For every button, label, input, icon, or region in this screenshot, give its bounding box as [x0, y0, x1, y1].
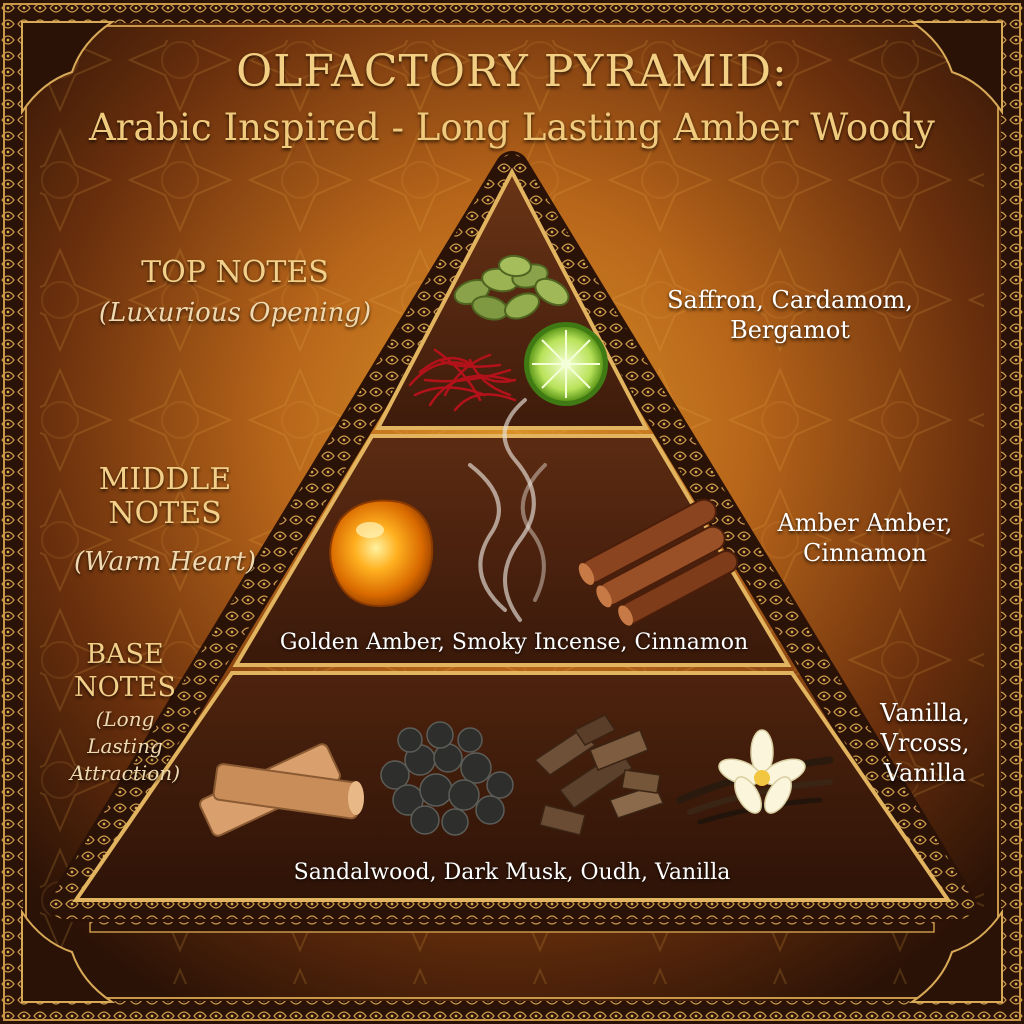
page-subtitle: Arabic Inspired - Long Lasting Amber Woo… [89, 106, 935, 149]
amber-icon [329, 499, 434, 607]
middle-notes-side-line: Amber Amber, [777, 509, 953, 537]
middle-notes-side-line: Cinnamon [803, 539, 927, 567]
base-notes-ingredients-label: Sandalwood, Dark Musk, Oudh, Vanilla [293, 860, 731, 885]
middle-notes-heading-line: NOTES [108, 496, 222, 531]
base-notes-subheading-line: Lasting [87, 734, 163, 758]
middle-notes-heading-line: MIDDLE [98, 462, 232, 497]
top-notes-subheading: (Luxurious Opening) [98, 298, 372, 328]
top-notes-side-line: Bergamot [730, 316, 850, 344]
base-notes-heading: BASE NOTES [60, 638, 190, 704]
base-notes-subheading: (Long Lasting Attraction) [50, 706, 200, 787]
middle-notes-ingredients-label: Golden Amber, Smoky Incense, Cinnamon [279, 630, 749, 655]
base-notes-side-line: Vrcoss, [880, 729, 970, 757]
cardamom-icon [453, 254, 570, 321]
base-notes-heading-line: BASE [86, 639, 164, 670]
top-notes-side-text: Saffron, Cardamom, Bergamot [640, 285, 940, 345]
middle-notes-subheading: (Warm Heart) [73, 547, 257, 577]
saffron-icon [408, 348, 517, 412]
base-notes-side-line: Vanilla [883, 759, 967, 787]
lime-icon [524, 322, 608, 406]
top-notes-heading: TOP NOTES [141, 255, 329, 290]
dark-musk-icon [380, 721, 514, 836]
cinnamon-icon [578, 498, 739, 626]
base-notes-side-line: Vanilla, [880, 699, 970, 727]
incense-smoke-icon [468, 398, 547, 622]
base-notes-subheading-line: (Long [95, 707, 155, 731]
middle-notes-heading: MIDDLE NOTES [60, 463, 270, 531]
oudh-icon [533, 714, 665, 836]
top-notes-side-line: Saffron, Cardamom, [667, 286, 913, 314]
page-title: OLFACTORY PYRAMID: [236, 46, 788, 97]
middle-notes-side-text: Amber Amber, Cinnamon [760, 508, 970, 568]
base-notes-heading-line: NOTES [74, 672, 176, 703]
base-notes-side-text: Vanilla, Vrcoss, Vanilla [855, 698, 995, 788]
vanilla-icon [676, 729, 834, 825]
sandalwood-icon [199, 743, 364, 837]
base-notes-subheading-line: Attraction) [69, 761, 180, 785]
